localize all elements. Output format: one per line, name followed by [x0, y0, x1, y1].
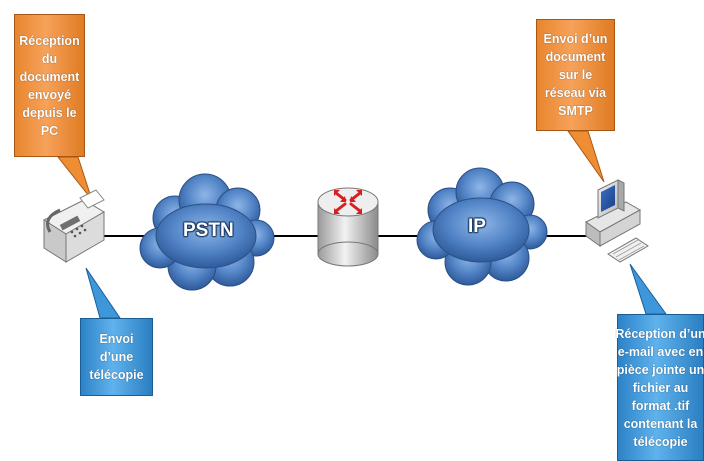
callout-line: format .tif: [631, 398, 690, 413]
callout-bl-pointer: [85, 267, 121, 319]
computer-icon: [585, 179, 649, 263]
callout-line: PC: [40, 123, 59, 138]
callout-line: document: [545, 50, 606, 64]
callout-line: e-mail avec en: [617, 344, 704, 359]
ip-cloud-icon: [416, 167, 548, 286]
callout-receive-document: Réception du document envoyé depuis le P…: [14, 14, 85, 157]
callout-line: Réception: [19, 33, 80, 48]
callout-line: télécopie: [89, 368, 144, 382]
callout-line: SMTP: [558, 104, 593, 118]
callout-send-document-smtp: Envoi d’un document sur le réseau via SM…: [536, 19, 615, 131]
callout-tr-pointer: [567, 130, 605, 183]
callout-line: du: [41, 51, 58, 66]
callout-line: fichier au: [632, 380, 689, 395]
callout-line: sur le: [558, 68, 593, 82]
callout-line: d’une: [99, 350, 134, 364]
pstn-cloud-icon: [139, 173, 275, 291]
callout-line: Réception d’un: [615, 326, 704, 341]
router-icon: [317, 187, 379, 267]
callout-line: Envoi: [99, 332, 134, 346]
callout-line: envoyé: [27, 87, 72, 102]
fax-machine-icon: [42, 189, 105, 263]
callout-br-pointer: [629, 263, 667, 315]
callout-tl-pointer: [56, 156, 93, 201]
callout-line: Envoi d’un: [543, 32, 608, 46]
callout-line: pièce jointe un: [616, 362, 704, 377]
ip-label: IP: [468, 216, 486, 237]
callout-line: document: [19, 69, 80, 84]
callout-send-fax: Envoi d’une télécopie: [80, 318, 153, 396]
callout-receive-email: Réception d’un e-mail avec en pièce join…: [615, 314, 704, 461]
callout-line: télécopie: [633, 434, 688, 449]
pstn-label: PSTN: [183, 220, 234, 241]
callout-line: réseau via: [544, 86, 607, 100]
callout-line: contenant la: [623, 416, 698, 431]
callout-line: depuis le: [22, 105, 77, 120]
